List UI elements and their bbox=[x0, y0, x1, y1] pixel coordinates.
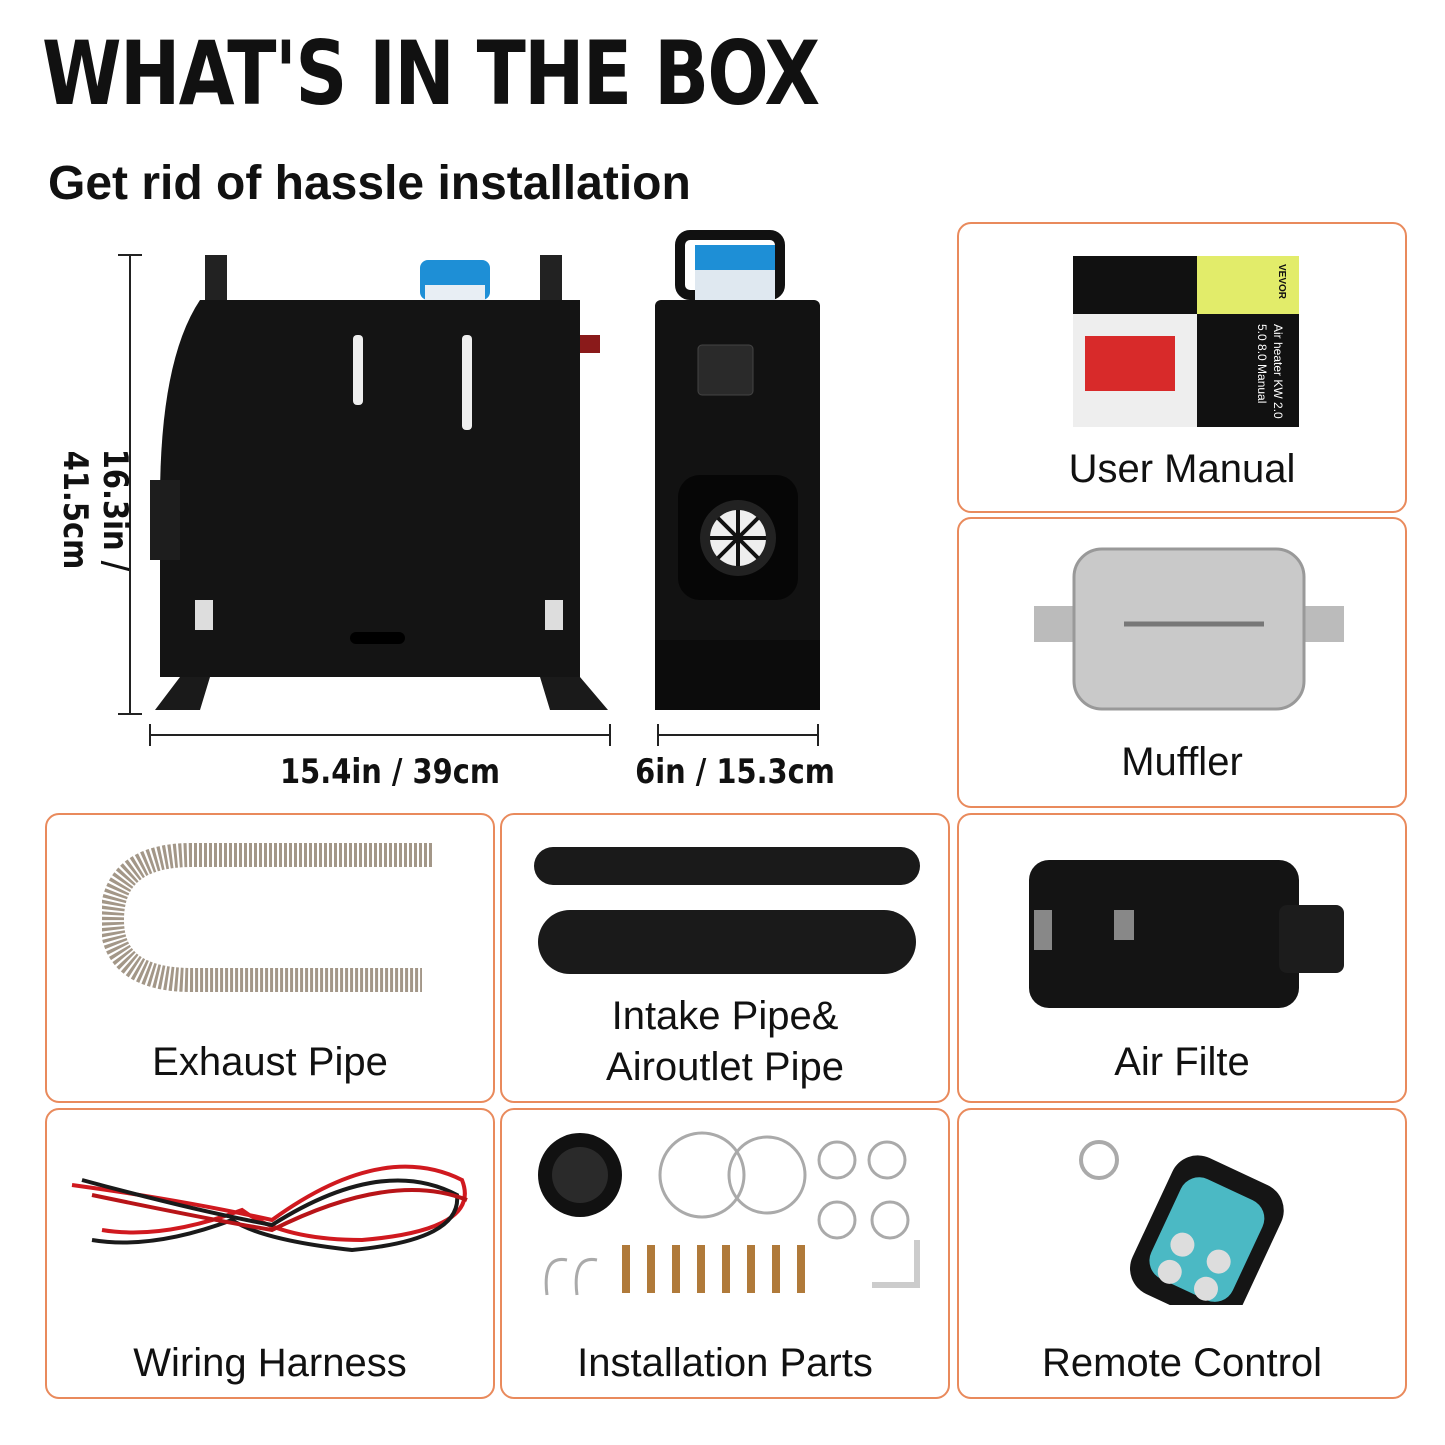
manual-title-line2: 5.0 8.0 Manual bbox=[1255, 324, 1269, 404]
item-card-remote-control: Remote Control bbox=[957, 1108, 1407, 1399]
width-dimension-label: 15.4in / 39cm bbox=[280, 752, 500, 792]
wiring-harness-image bbox=[71, 1164, 468, 1253]
item-label: User Manual bbox=[1068, 447, 1296, 491]
item-card-user-manual: VEVOR Air heater KW 2.0 5.0 8.0 Manual U… bbox=[957, 222, 1407, 513]
height-dimension-tick bbox=[118, 254, 142, 256]
depth-dimension-label: 6in / 15.3cm bbox=[635, 752, 835, 792]
heater-front-image bbox=[150, 255, 608, 710]
height-dimension-label: 16.3in / 41.5cm bbox=[55, 448, 135, 572]
item-card-muffler: Muffler bbox=[957, 517, 1407, 808]
air-filter-image bbox=[1029, 860, 1344, 1008]
item-card-exhaust-pipe: Exhaust Pipe bbox=[45, 813, 495, 1103]
manual-title-line1: Air heater KW 2.0 bbox=[1271, 324, 1285, 419]
item-label: Remote Control bbox=[1041, 1341, 1323, 1385]
width-dimension-tick bbox=[609, 724, 611, 746]
width-dimension-tick bbox=[149, 724, 151, 746]
muffler-image bbox=[1034, 547, 1344, 711]
item-label-line1: Intake Pipe& bbox=[611, 994, 839, 1038]
height-dimension-tick bbox=[118, 713, 142, 715]
page-title: WHAT'S IN THE BOX bbox=[42, 22, 820, 125]
item-card-intake-pipe: Intake Pipe& Airoutlet Pipe bbox=[500, 813, 950, 1103]
airoutlet-pipe-image bbox=[538, 910, 916, 974]
installation-parts-image bbox=[538, 1131, 920, 1296]
depth-dimension-tick bbox=[817, 724, 819, 746]
manual-brand: VEVOR bbox=[1276, 264, 1287, 300]
item-label: Exhaust Pipe bbox=[152, 1040, 388, 1084]
depth-dimension-line bbox=[658, 734, 818, 736]
item-card-installation-parts: Installation Parts bbox=[500, 1108, 950, 1399]
remote-control-image bbox=[1079, 1140, 1284, 1305]
manual-image: VEVOR Air heater KW 2.0 5.0 8.0 Manual bbox=[1073, 256, 1299, 427]
exhaust-pipe-image bbox=[102, 843, 432, 992]
depth-dimension-tick bbox=[657, 724, 659, 746]
width-dimension-line bbox=[150, 734, 611, 736]
item-label-line2: Airoutlet Pipe bbox=[606, 1045, 844, 1089]
heater-side-image bbox=[655, 230, 820, 710]
item-label: Air Filte bbox=[1114, 1040, 1250, 1084]
intake-pipe-image bbox=[534, 847, 920, 885]
item-card-air-filter: Air Filte bbox=[957, 813, 1407, 1103]
page-subtitle: Get rid of hassle installation bbox=[48, 157, 691, 210]
item-card-wiring-harness: Wiring Harness bbox=[45, 1108, 495, 1399]
height-dimension-line bbox=[129, 254, 131, 715]
item-label: Installation Parts bbox=[577, 1341, 873, 1385]
item-label: Muffler bbox=[1121, 740, 1243, 784]
item-label: Wiring Harness bbox=[133, 1341, 407, 1385]
